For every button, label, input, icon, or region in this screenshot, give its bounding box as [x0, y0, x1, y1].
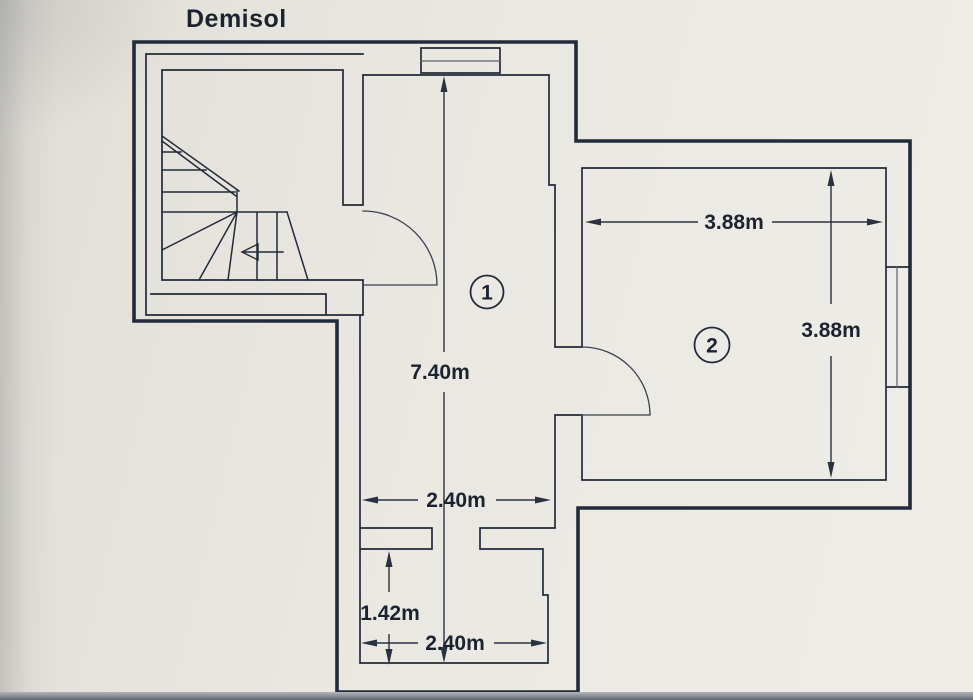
staircase — [160, 134, 309, 282]
window-centre-lines — [420, 60, 898, 388]
room1-circle — [469, 274, 505, 310]
plan-title: Demisol — [186, 5, 287, 33]
dimension-labels: 7.40m 2.40m 1.42m 2.40m 3.88m 3.88m — [360, 211, 861, 655]
room2-number: 2 — [706, 335, 718, 358]
inner-wall-lines — [145, 47, 911, 664]
door-stair-to-hall — [362, 210, 438, 286]
dim-room2-width: 3.88m — [704, 211, 764, 234]
dim-lower-room-depth: 1.42m — [360, 602, 420, 625]
outer-wall-line — [132, 40, 912, 694]
room1-number: 1 — [481, 282, 493, 305]
photo-bottom-edge — [0, 692, 973, 700]
walls — [132, 40, 912, 694]
dim-lower-room-width: 2.40m — [425, 632, 485, 655]
dim-room2-depth: 3.88m — [801, 319, 861, 342]
room2-circle — [693, 326, 731, 364]
door-hall-to-room2 — [581, 346, 651, 416]
dim-corridor-length: 7.40m — [410, 361, 470, 384]
room-labels: 1 2 — [469, 274, 731, 364]
dim-corridor-width: 2.40m — [426, 489, 486, 512]
stair-direction-arrow — [240, 242, 284, 262]
